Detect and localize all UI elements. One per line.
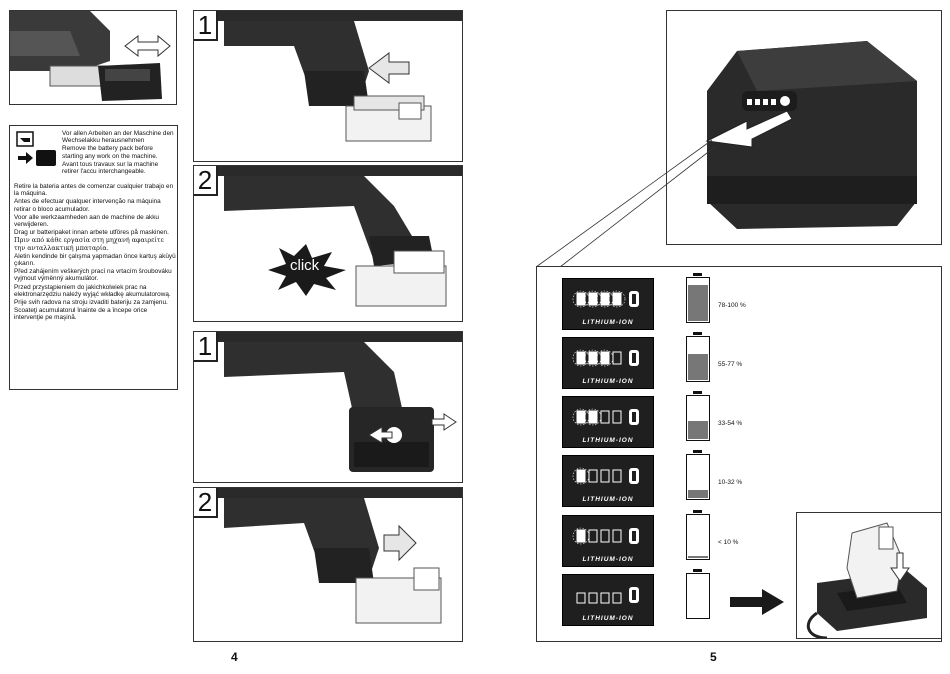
fuel-gauge-card: LITHIUM-ION <box>562 515 654 567</box>
fuel-gauge-leds <box>572 349 639 367</box>
battery-fill <box>688 489 708 498</box>
battery-level-icon <box>686 332 710 382</box>
battery-level-icon <box>686 569 710 619</box>
battery-closeup-figure <box>666 10 942 245</box>
warning-text-ro: Scoateţi acumulatorul înainte de a încep… <box>14 307 148 322</box>
battery-fill <box>688 556 708 558</box>
battery-level-icon <box>686 450 710 500</box>
tool-illustration <box>224 342 457 472</box>
battery-level-icon <box>686 510 710 560</box>
warning-text-fr: Avant tous travaux sur la machine retire… <box>62 160 159 176</box>
warning-icon <box>14 130 58 170</box>
lithium-ion-label: LITHIUM-ION <box>582 378 634 385</box>
warning-text-cs: Před zahájením veškerých prací na vrtací… <box>14 268 172 283</box>
tool-battery-illustration <box>10 11 171 101</box>
step-panel-remove-press-1: 1 <box>193 331 463 483</box>
safety-warning-box: Vor allen Arbeiten an der Maschine den W… <box>9 125 178 390</box>
tool-illustration <box>224 176 447 307</box>
charger-figure <box>796 512 942 639</box>
tool-battery-overview-figure <box>9 10 177 105</box>
charge-percent-label: 33-54 % <box>718 420 743 427</box>
tool-illustration <box>224 21 432 142</box>
fuel-gauge-leds <box>572 467 639 485</box>
fuel-gauge-card: LITHIUM-ION <box>562 455 654 507</box>
warning-text-es: Retire la bateria antes de comenzar cual… <box>14 183 174 198</box>
page-number-right: 5 <box>710 650 717 664</box>
step-panel-remove-1: 1 <box>193 10 463 162</box>
step-panel-insert-2: 2 click <box>193 165 463 322</box>
fuel-gauge-leds <box>572 290 639 308</box>
warning-text-hr: Prije svih radova na stroju izvaditi bat… <box>14 299 168 307</box>
fuel-gauge-leds <box>572 527 639 545</box>
warning-text-el: Πριν από κάθε εργασία στη μηχανή αφαιρεί… <box>14 236 164 252</box>
warning-text-nl: Voor alle werkzaamheden aan de machine d… <box>14 213 159 229</box>
step-number: 1 <box>194 11 218 41</box>
battery-fill <box>688 353 708 380</box>
fuel-gauge-card: LITHIUM-ION <box>562 278 654 330</box>
warning-text-sv: Drag ur batteripaket innan arbete utföre… <box>14 229 169 237</box>
tool-illustration <box>224 498 442 624</box>
lithium-ion-label: LITHIUM-ION <box>582 556 634 563</box>
click-label: click <box>290 257 320 274</box>
step-number: 2 <box>194 166 218 196</box>
page-number-left: 4 <box>231 650 238 664</box>
fuel-gauge-leds <box>576 587 639 604</box>
lithium-ion-label: LITHIUM-ION <box>582 496 634 503</box>
warning-text-pt: Antes de efectuar qualquer intervenção n… <box>14 198 161 213</box>
battery-level-icon <box>686 273 710 323</box>
charge-percent-label: 78-100 % <box>718 302 746 309</box>
warning-text-tr: Aletin kendinde bir çalışma yapmadan önc… <box>14 252 176 268</box>
lithium-ion-label: LITHIUM-ION <box>582 319 634 326</box>
charge-percent-label: 55-77 % <box>718 361 743 368</box>
fuel-gauge-card: LITHIUM-ION <box>562 574 654 626</box>
warning-text-pl: Przed przystąpieniem do jakichkolwiek pr… <box>14 283 171 298</box>
battery-fill <box>688 421 708 439</box>
fuel-gauge-card: LITHIUM-ION <box>562 396 654 448</box>
battery-fill <box>688 285 708 321</box>
warning-text-de: Vor allen Arbeiten an der Maschine den W… <box>62 130 174 145</box>
battery-illustration <box>705 41 917 229</box>
step-panel-remove-slide-2: 2 <box>193 487 463 642</box>
battery-level-icon <box>686 391 710 441</box>
step-number: 1 <box>194 332 218 362</box>
charge-arrow-icon <box>730 589 784 615</box>
charge-percent-label: < 10 % <box>718 539 739 546</box>
fuel-gauge-leds <box>572 408 639 426</box>
lithium-ion-label: LITHIUM-ION <box>582 437 634 444</box>
warning-text-en: Remove the battery pack before starting … <box>62 145 158 160</box>
fuel-gauge-card: LITHIUM-ION <box>562 337 654 389</box>
lithium-ion-label: LITHIUM-ION <box>582 615 634 622</box>
charger-illustration <box>806 522 927 638</box>
step-number: 2 <box>194 488 218 518</box>
charge-percent-label: 10-32 % <box>718 479 743 486</box>
